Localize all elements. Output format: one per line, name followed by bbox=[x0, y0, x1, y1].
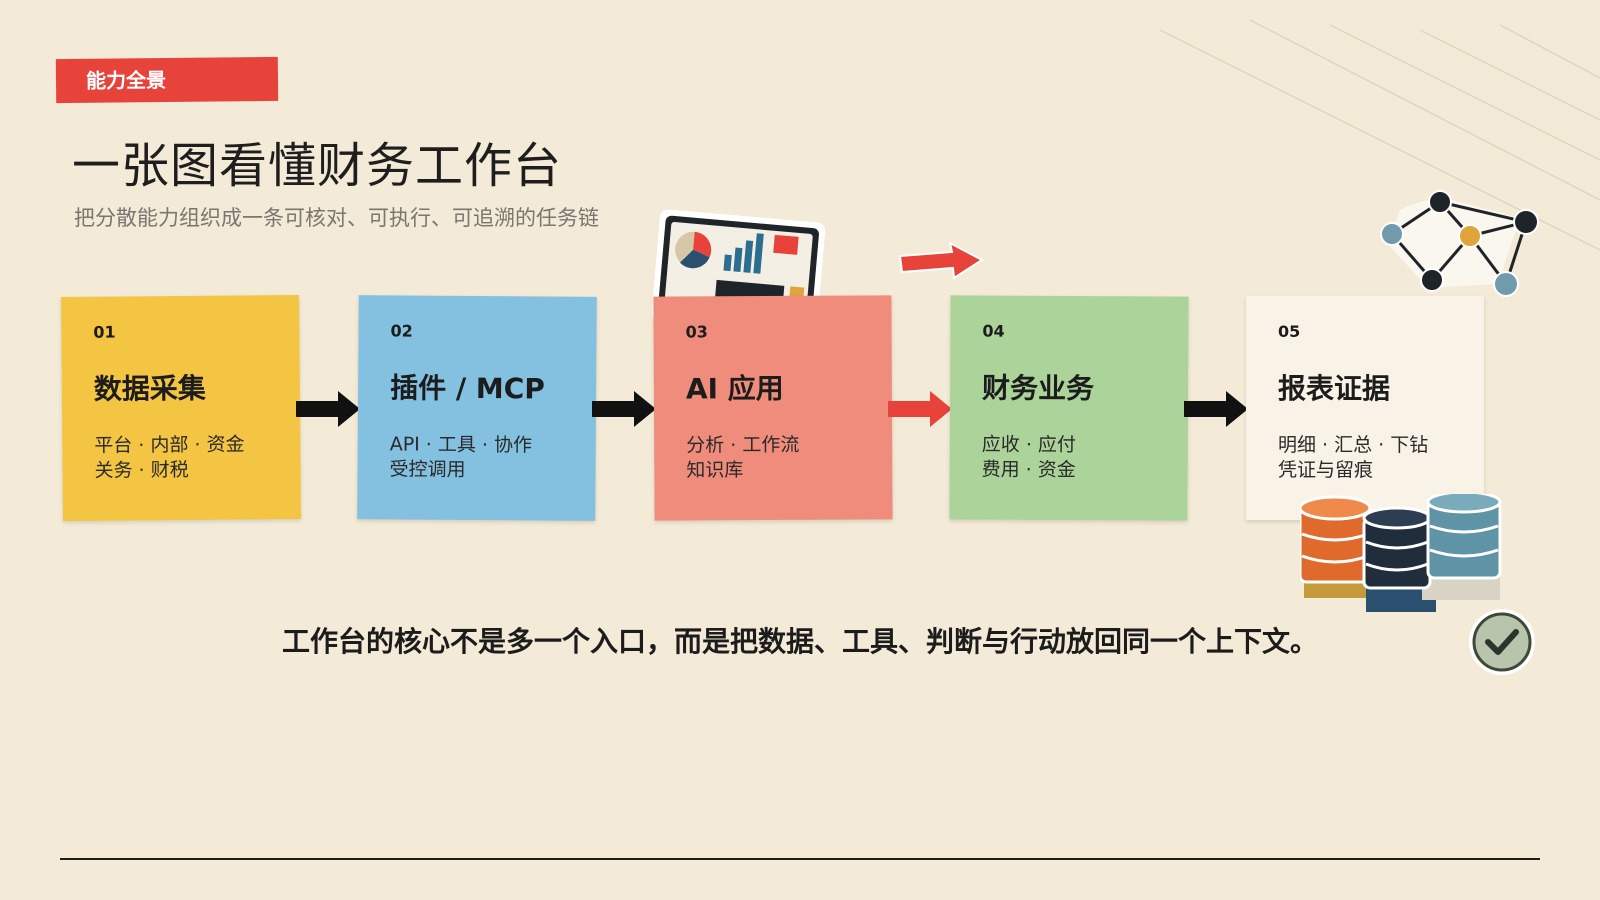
flow-arrow-highlight bbox=[888, 391, 952, 427]
step-number: 01 bbox=[93, 322, 116, 342]
summary-text: 工作台的核心不是多一个入口，而是把数据、工具、判断与行动放回同一个上下文。 bbox=[281, 625, 1318, 658]
step-detail: 关务 · 财税 bbox=[94, 458, 189, 482]
step-card-1: 01 数据采集 平台 · 内部 · 资金 关务 · 财税 bbox=[61, 294, 301, 522]
database-stack-icon bbox=[1300, 494, 1502, 612]
step-detail: 凭证与留痕 bbox=[1278, 459, 1374, 481]
step-detail: 平台 · 内部 · 资金 bbox=[94, 433, 245, 457]
step-detail: 费用 · 资金 bbox=[981, 458, 1076, 482]
flow-arrow bbox=[1184, 391, 1248, 427]
step-card-2: 02 插件 / MCP API · 工具 · 协作 受控调用 bbox=[357, 295, 597, 521]
network-graph-icon bbox=[1380, 190, 1539, 297]
check-badge-icon bbox=[1469, 609, 1535, 675]
step-number: 03 bbox=[685, 322, 708, 342]
bottom-divider bbox=[60, 858, 1540, 860]
step-title: AI 应用 bbox=[685, 371, 784, 406]
step-card-4: 04 财务业务 应收 · 应付 费用 · 资金 bbox=[949, 295, 1189, 521]
step-detail: 受控调用 bbox=[389, 458, 466, 481]
page-title: 一张图看懂财务工作台 bbox=[72, 138, 563, 194]
step-card-3: 03 AI 应用 分析 · 工作流 知识库 bbox=[653, 295, 893, 521]
step-detail: 知识库 bbox=[686, 459, 744, 482]
step-number: 05 bbox=[1278, 322, 1301, 341]
step-title: 数据采集 bbox=[93, 371, 206, 406]
step-detail: 分析 · 工作流 bbox=[686, 433, 800, 457]
step-title: 报表证据 bbox=[1278, 372, 1391, 405]
step-title: 财务业务 bbox=[982, 371, 1095, 406]
page-subtitle: 把分散能力组织成一条可核对、可执行、可追溯的任务链 bbox=[74, 206, 599, 230]
step-number: 04 bbox=[982, 321, 1005, 341]
flow-arrow bbox=[592, 391, 656, 427]
step-detail: 应收 · 应付 bbox=[981, 433, 1076, 457]
section-tag: 能力全景 bbox=[55, 56, 279, 104]
step-detail: 明细 · 汇总 · 下钻 bbox=[1278, 434, 1429, 456]
step-number: 02 bbox=[390, 321, 413, 341]
step-card-5: 05 报表证据 明细 · 汇总 · 下钻 凭证与留痕 bbox=[1246, 296, 1484, 520]
step-detail: API · 工具 · 协作 bbox=[389, 433, 533, 457]
red-arrow-icon bbox=[898, 241, 984, 280]
step-title: 插件 / MCP bbox=[390, 371, 545, 406]
flow-arrow bbox=[296, 391, 360, 427]
